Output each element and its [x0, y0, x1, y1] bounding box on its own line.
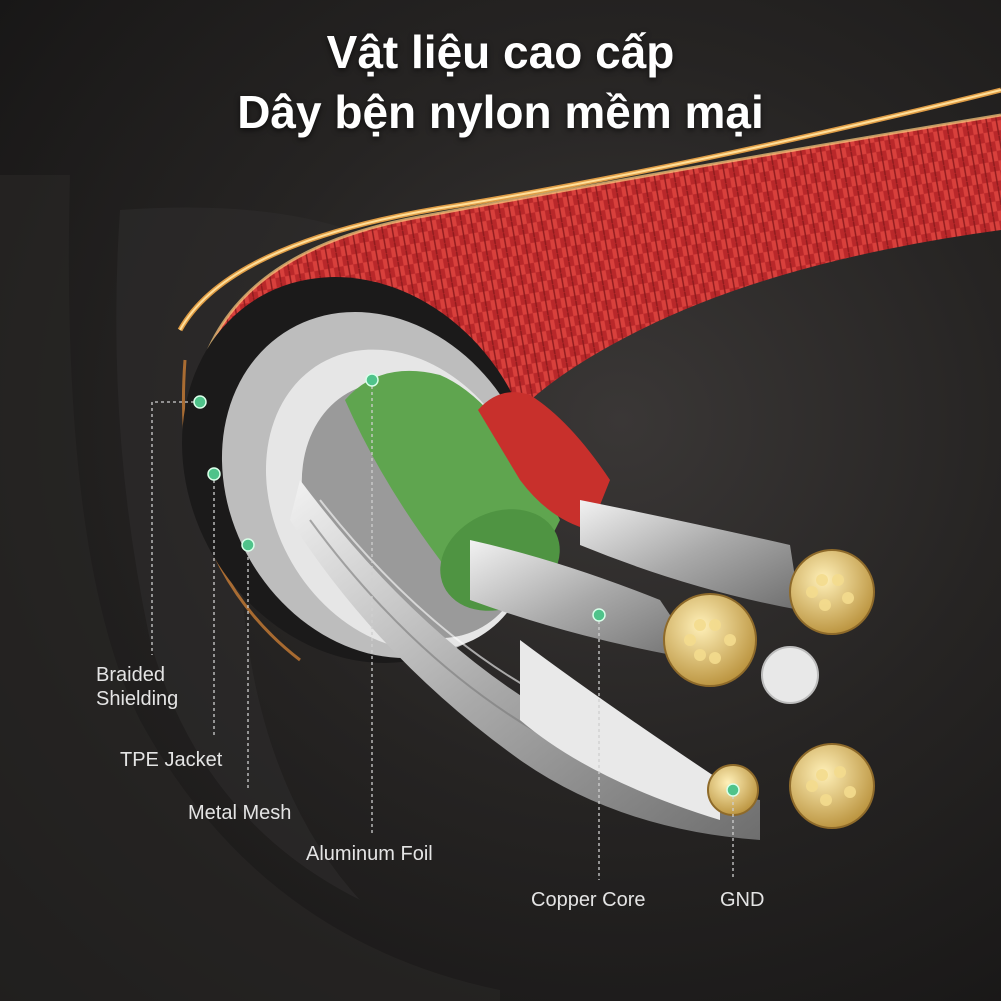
marker-aluminum-foil — [365, 373, 379, 387]
page-title: Vật liệu cao cấp Dây bện nylon mềm mại — [0, 22, 1001, 142]
green-wire-strands — [470, 540, 700, 660]
callout-markers — [193, 373, 740, 797]
callout-lines — [151, 380, 734, 880]
white-wire — [520, 640, 720, 820]
copper-strand-texture — [684, 574, 856, 806]
marker-gnd — [726, 783, 740, 797]
label-braided-shielding-line2: Shielding — [96, 688, 179, 710]
label-aluminum-foil: Aluminum Foil — [306, 843, 433, 865]
label-copper-core: Copper Core — [531, 889, 646, 911]
label-braided-shielding: Braided Shielding — [96, 663, 178, 711]
label-metal-mesh: Metal Mesh — [188, 802, 292, 824]
red-wire-strands — [580, 500, 800, 610]
marker-tpe-jacket — [207, 467, 221, 481]
background-shield-shape — [0, 175, 500, 1001]
title-line-2: Dây bện nylon mềm mại — [237, 86, 764, 138]
label-braided-shielding-line1: Braided — [96, 664, 165, 686]
marker-copper-core — [592, 608, 606, 622]
copper-core-end-3 — [789, 743, 875, 829]
copper-core-end-1 — [663, 593, 757, 687]
copper-core-end-2 — [789, 549, 875, 635]
label-tpe-jacket: TPE Jacket — [120, 749, 223, 771]
label-gnd: GND — [720, 889, 765, 911]
marker-braided-shielding — [193, 395, 207, 409]
marker-metal-mesh — [241, 538, 255, 552]
white-core-end — [761, 646, 819, 704]
title-line-1: Vật liệu cao cấp — [326, 26, 675, 78]
red-wire — [478, 392, 610, 530]
